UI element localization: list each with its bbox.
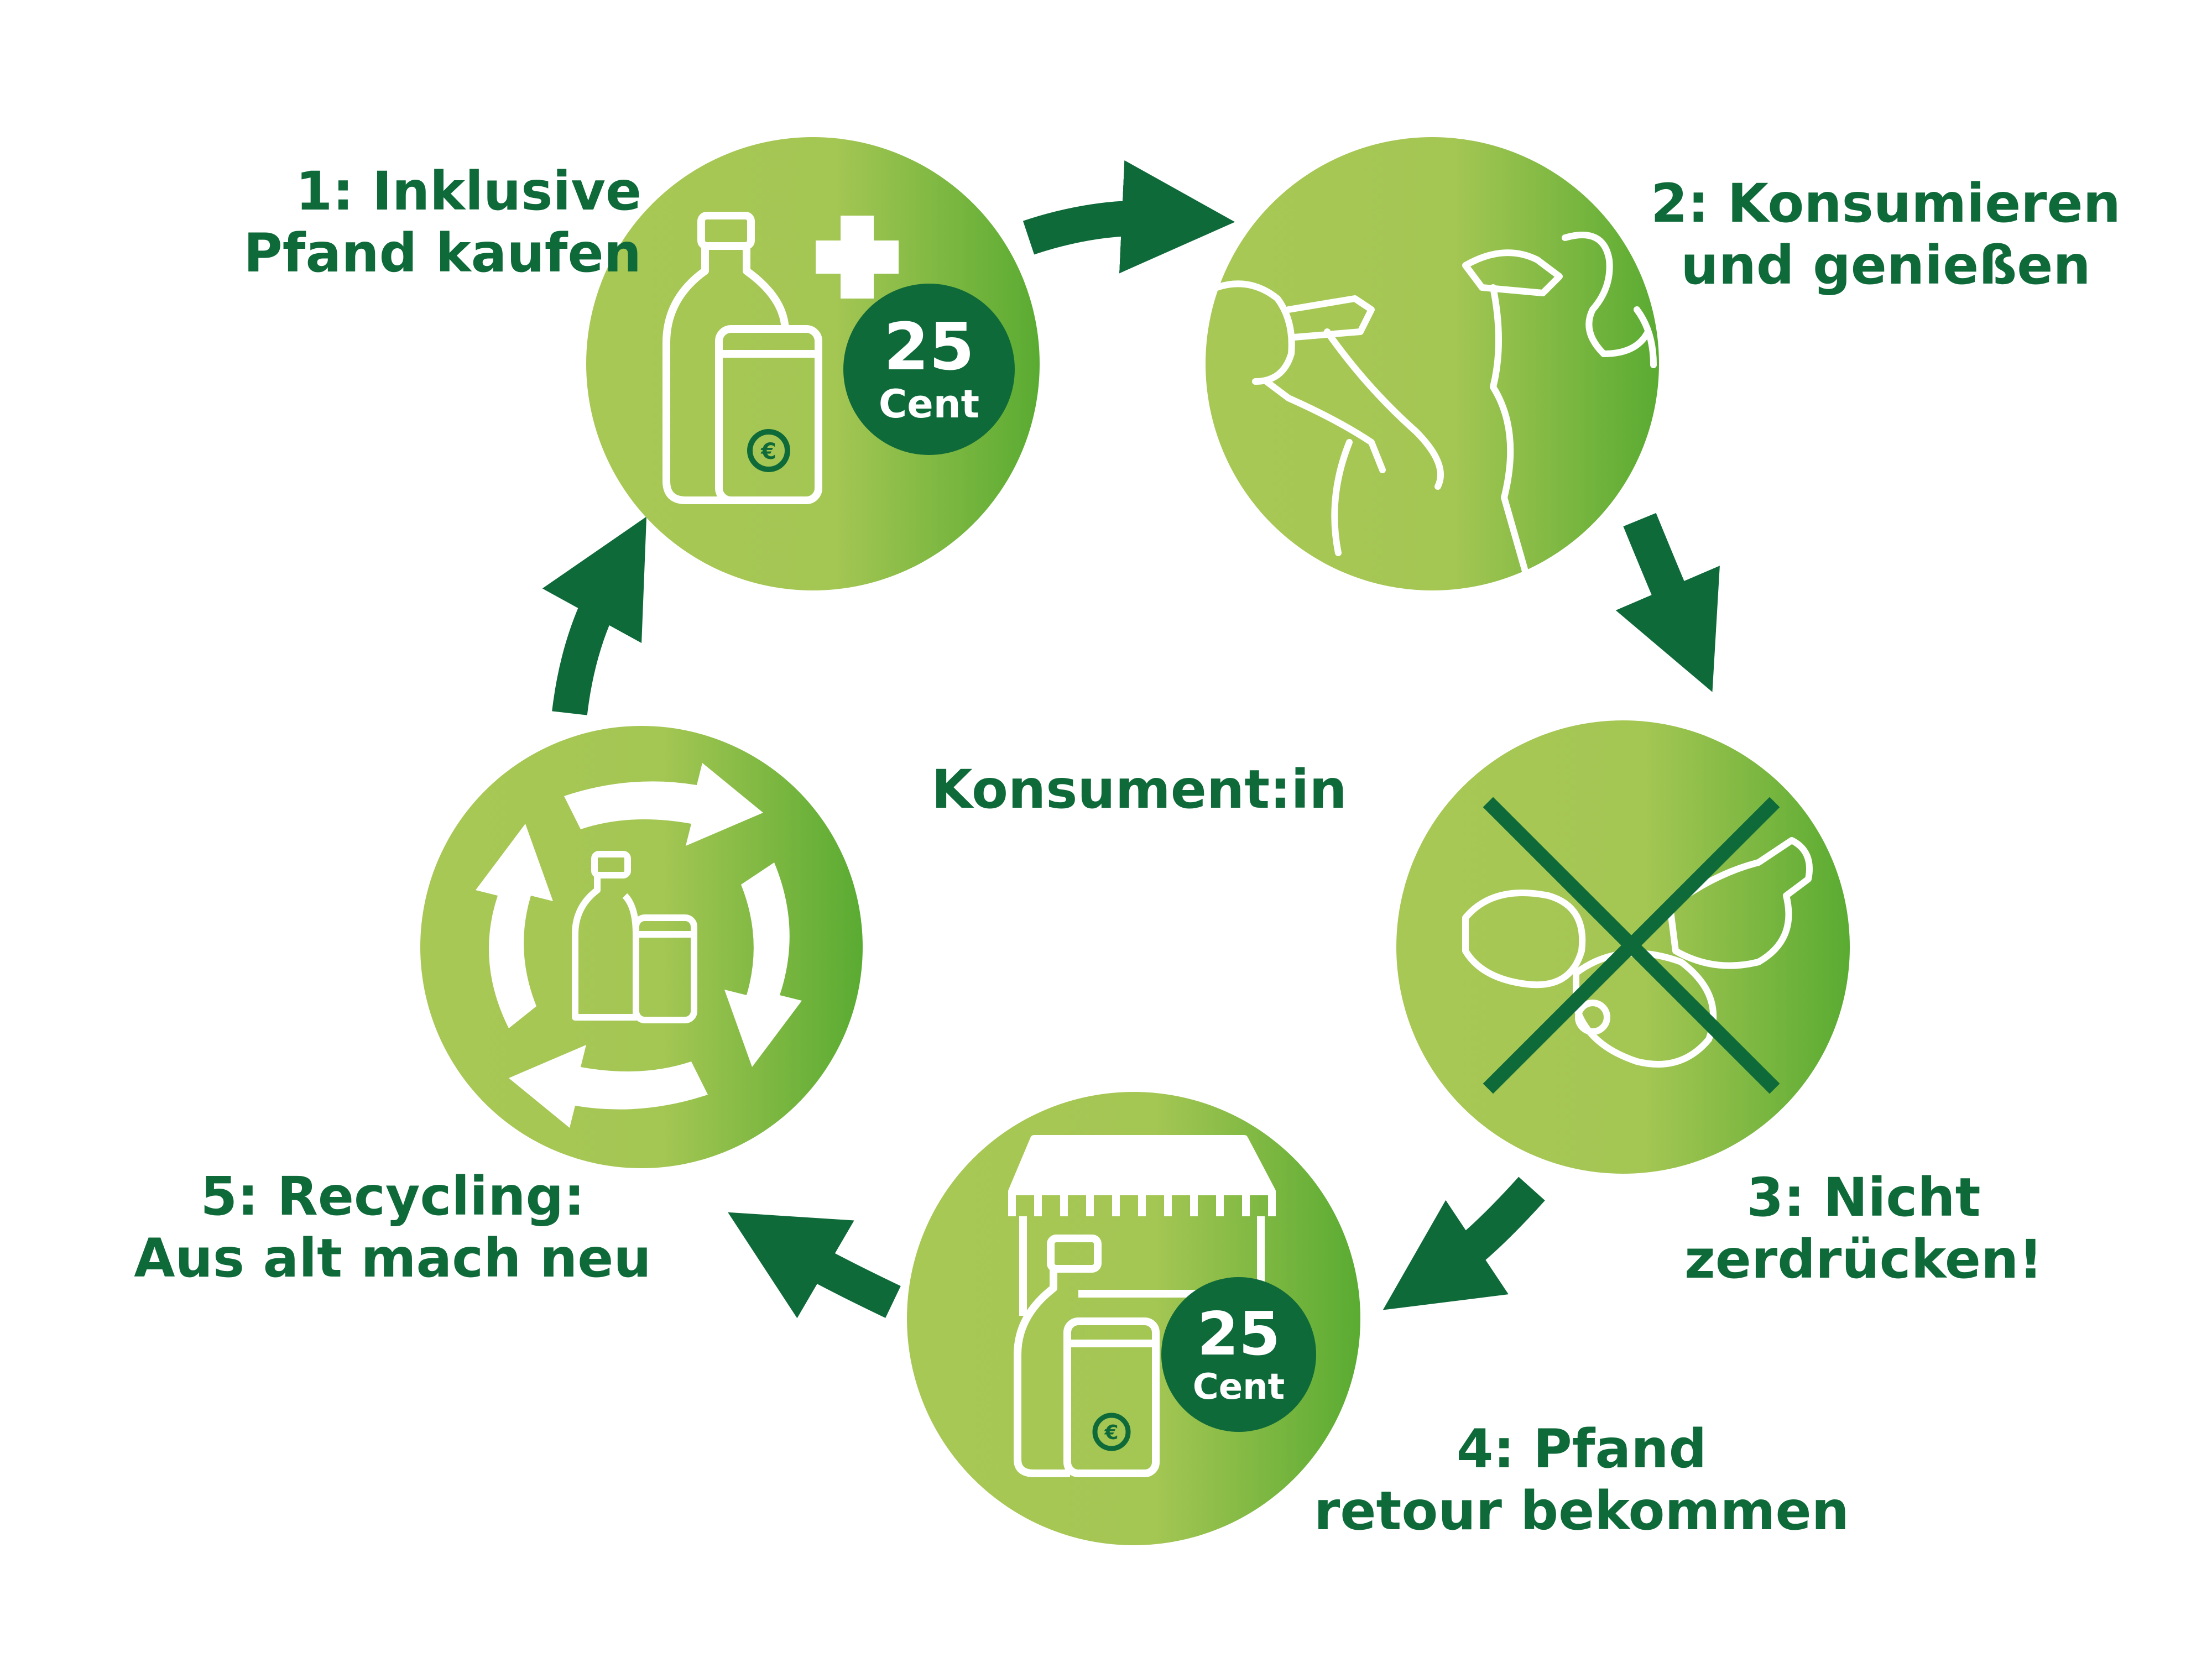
- center-label: Konsument:in: [931, 759, 1347, 820]
- step-3-label: 3: Nicht zerdrücken!: [1684, 1167, 2043, 1290]
- step-5-circle: [420, 726, 863, 1168]
- badge-unit: Cent: [879, 381, 979, 427]
- badge-unit: Cent: [1193, 1367, 1285, 1408]
- arrow-4-to-5: [728, 1212, 901, 1319]
- arrow-3-to-4: [1383, 1176, 1545, 1310]
- step-4-circle: € 25 Cent: [907, 1092, 1360, 1545]
- step-4-label: 4: Pfand retour bekommen: [1314, 1418, 1849, 1542]
- cycle-arrows: [542, 160, 1720, 1319]
- step-1-label: 1: Inklusive Pfand kaufen: [243, 160, 641, 284]
- svg-text:€: €: [1104, 1421, 1118, 1444]
- arrow-1-to-2: [1022, 160, 1235, 274]
- people-drinking-icon: [1213, 232, 1657, 578]
- bottle-can-plus-icon: €: [662, 212, 899, 504]
- svg-text:€: €: [760, 439, 776, 464]
- recycling-arrows-icon: [476, 763, 802, 1128]
- step-2-circle: [1206, 137, 1659, 590]
- crushed-bottles-crossed-icon: [1462, 797, 1813, 1094]
- step-5-label: 5: Recycling: Aus alt mach neu: [134, 1165, 651, 1289]
- badge-value: 25: [1197, 1300, 1280, 1369]
- arrow-2-to-3: [1615, 513, 1720, 692]
- step-1-circle: € 25 Cent: [586, 137, 1040, 590]
- badge-value: 25: [884, 308, 974, 385]
- deposit-badge-4: 25 Cent: [1161, 1277, 1316, 1432]
- step-2-label: 2: Konsumieren und genießen: [1651, 172, 2121, 296]
- step-3-circle: [1396, 720, 1850, 1174]
- arrow-5-to-1: [542, 516, 647, 715]
- deposit-badge-1: 25 Cent: [843, 284, 1015, 455]
